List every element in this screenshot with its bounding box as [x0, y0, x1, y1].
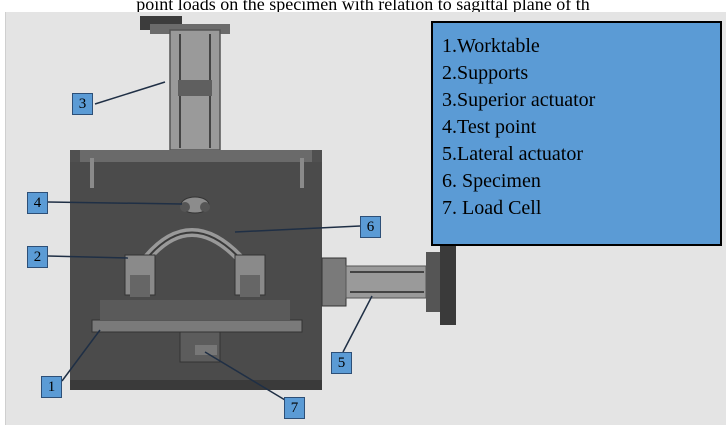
leader-lines	[47, 81, 373, 401]
callout-2: 2	[27, 246, 48, 268]
callout-5: 5	[331, 352, 352, 374]
callout-3: 3	[72, 93, 93, 115]
legend-item-superior-actuator: 3.Superior actuator	[442, 89, 596, 111]
callout-6: 6	[360, 216, 381, 238]
legend-item-load-cell: 7. Load Cell	[442, 197, 542, 219]
legend-item-lateral-actuator: 5.Lateral actuator	[442, 143, 584, 165]
supports	[124, 254, 266, 297]
legend-list: 1.Worktable 2.Supports 3.Superior actuat…	[433, 23, 720, 222]
worktable	[91, 300, 303, 333]
legend-item-test-point: 4.Test point	[442, 116, 537, 138]
figure-caption-fragment: point loads on the specimen with relatio…	[136, 0, 590, 14]
callout-4: 4	[27, 192, 48, 214]
legend-item-worktable: 1.Worktable	[442, 35, 540, 57]
legend-item-supports: 2.Supports	[442, 62, 529, 84]
legend-item-specimen: 6. Specimen	[442, 170, 541, 192]
test-point	[180, 196, 210, 214]
callout-7: 7	[284, 397, 305, 419]
callout-1: 1	[41, 376, 62, 398]
legend-box: 1.Worktable 2.Supports 3.Superior actuat…	[431, 21, 722, 246]
lateral-actuator	[321, 245, 456, 325]
